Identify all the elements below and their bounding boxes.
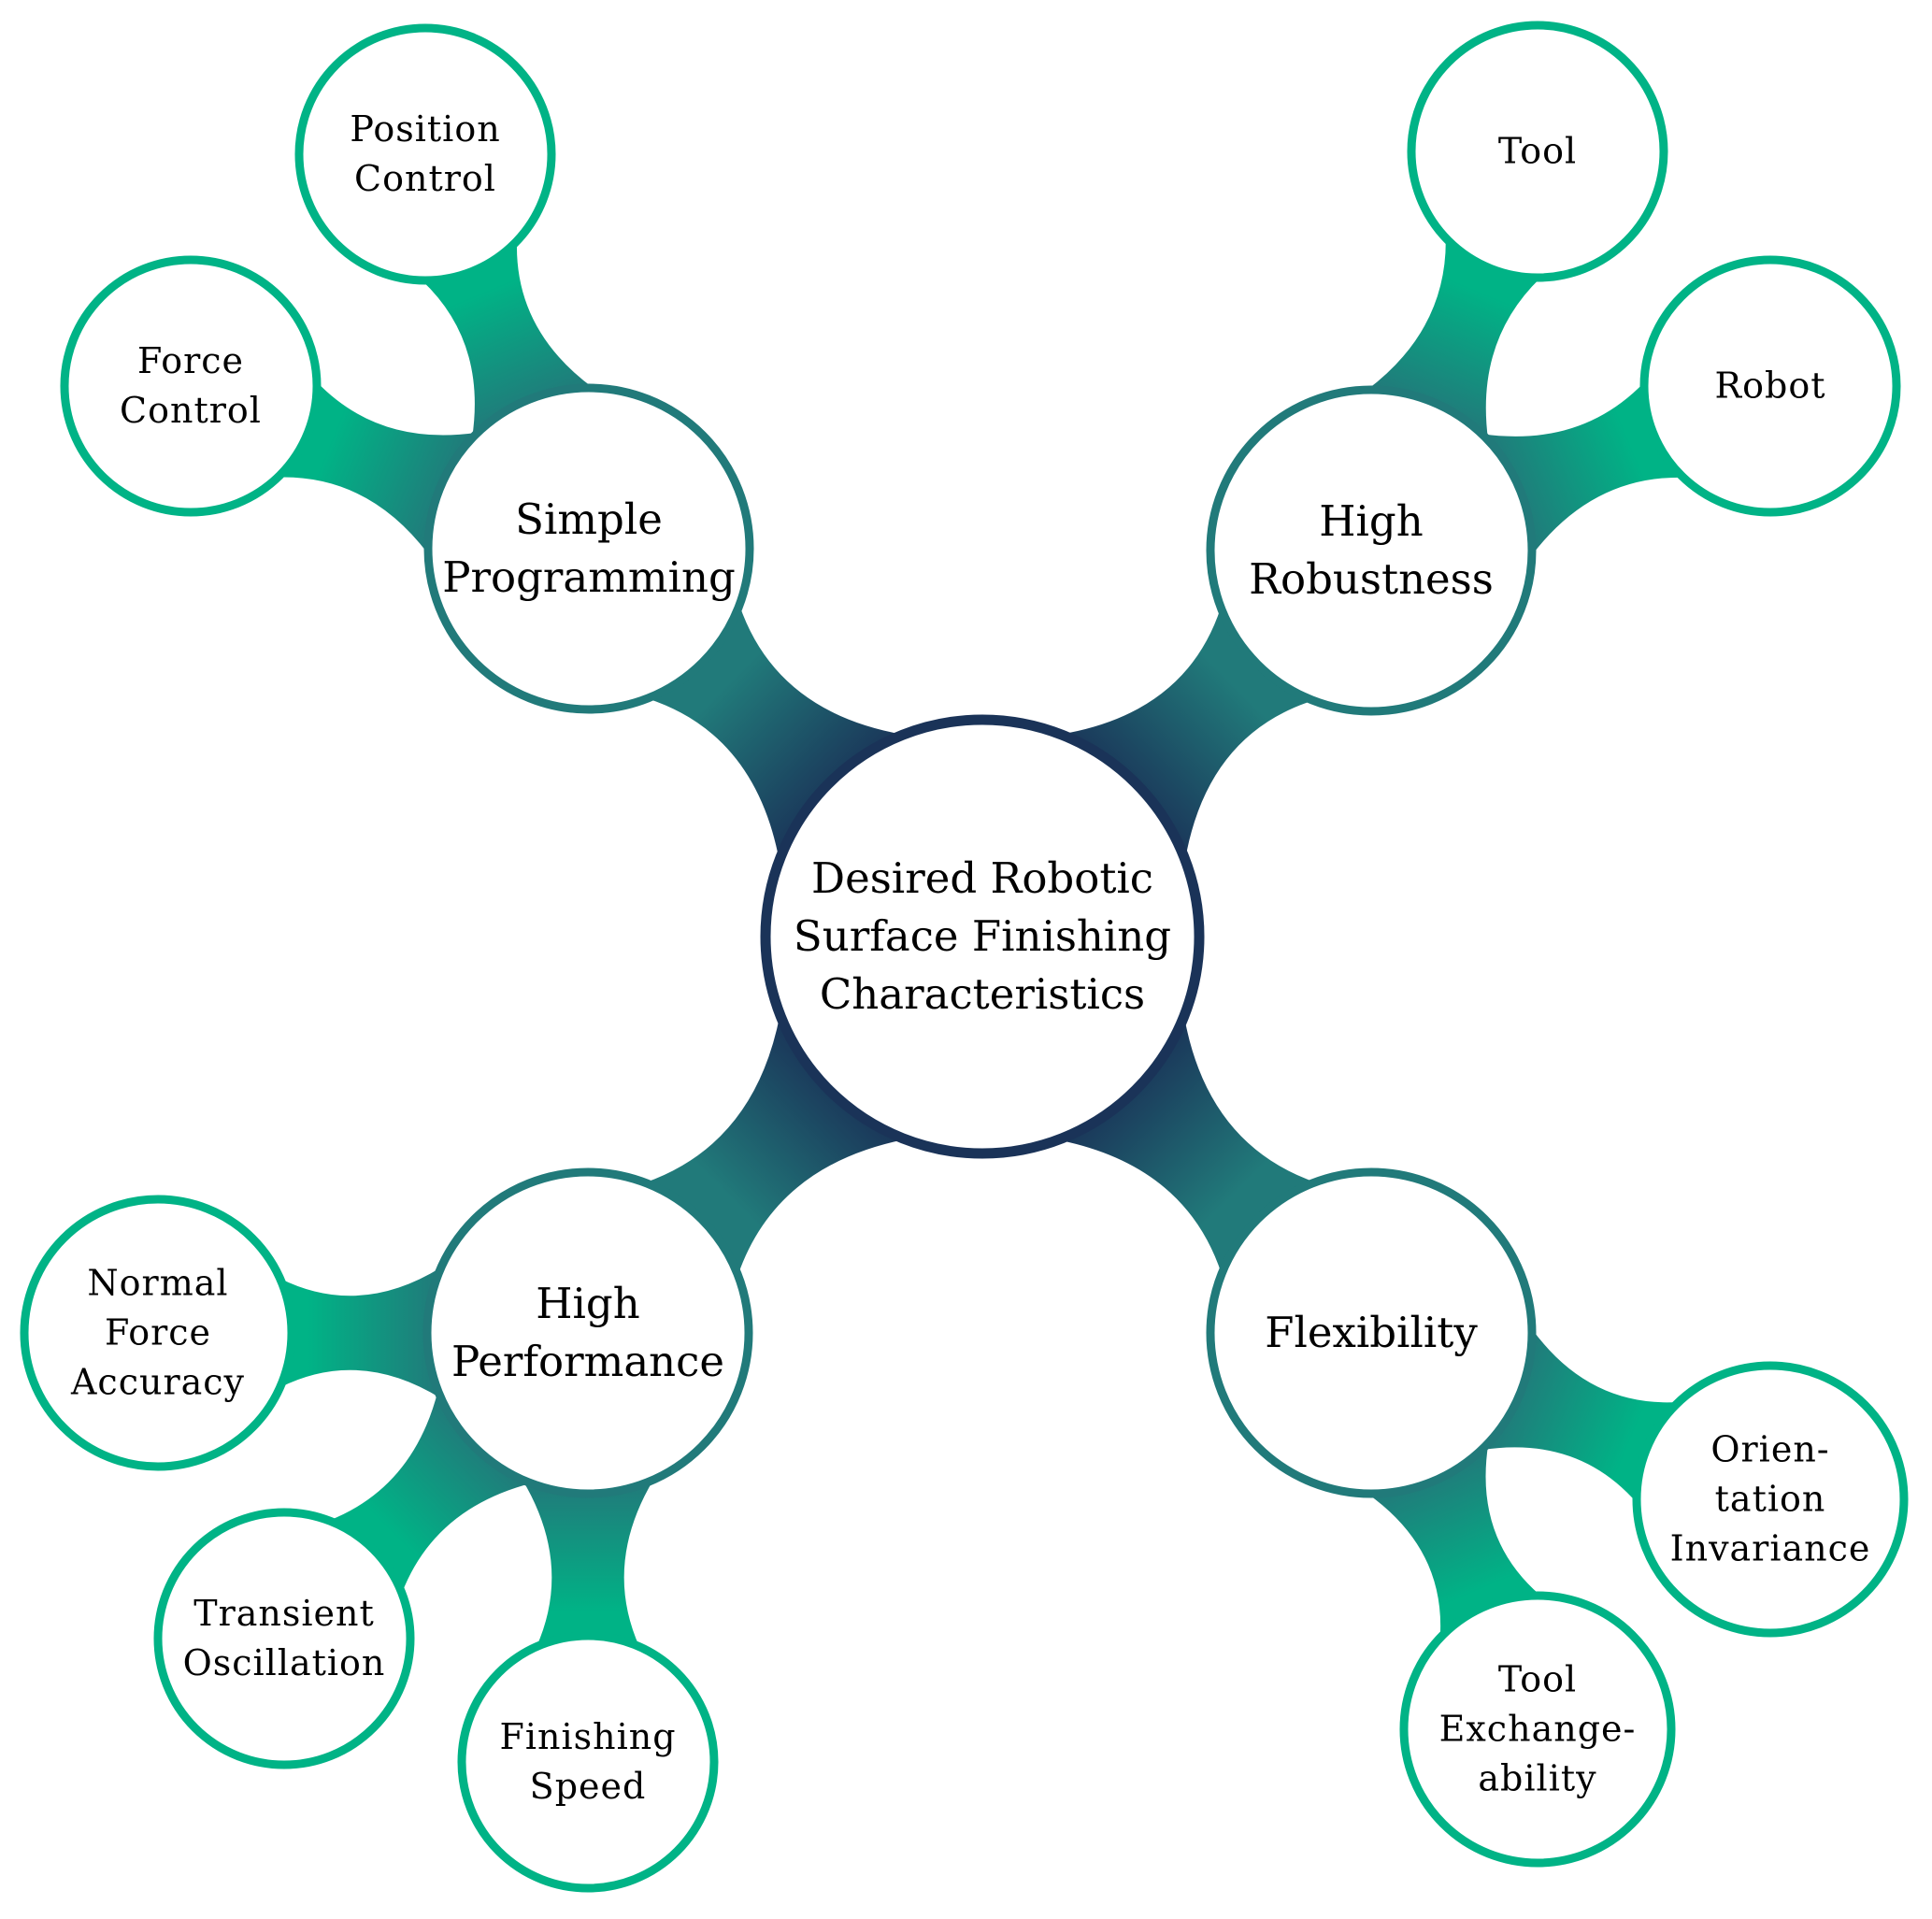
- leaf-node-force-control-circle: [60, 255, 322, 517]
- leaf-node-position-control-circle: [294, 23, 556, 285]
- connector-high-robustness-tool: [1367, 237, 1541, 441]
- leaf-node-normal-force-accuracy-label-line: Force: [105, 1312, 211, 1353]
- leaf-node-orientation-invariance-label-line: Orien-: [1710, 1429, 1829, 1470]
- root-node-label-line: Desired Robotic: [811, 853, 1153, 903]
- branch-node-high-robustness-label-line: High: [1319, 496, 1423, 546]
- leaf-node-tool-circle: [1407, 21, 1668, 282]
- root-node-label-line: Surface Finishing: [794, 911, 1171, 961]
- connector-high-performance-transient-oscillation: [328, 1390, 532, 1594]
- branch-node-simple-programming-label-line: Simple: [515, 494, 663, 544]
- leaf-node-orientation-invariance-label-line: Invariance: [1670, 1528, 1871, 1569]
- branch-node-high-robustness-circle: [1206, 385, 1537, 716]
- leaf-node-robot-label-line: Robot: [1715, 365, 1826, 407]
- leaf-node-finishing-speed-circle: [457, 1631, 719, 1893]
- branch-node-high-robustness-label-line: Robustness: [1249, 554, 1494, 604]
- leaf-node-finishing-speed-label-line: Speed: [530, 1766, 647, 1807]
- leaf-node-finishing-speed-label-line: Finishing: [499, 1716, 676, 1757]
- leaf-node-orientation-invariance-circle: [1632, 1361, 1909, 1638]
- branch-node-high-performance-label-line: Performance: [451, 1337, 724, 1386]
- branch-node-simple-programming-circle: [423, 383, 754, 714]
- connector-root-high-performance: [645, 1014, 906, 1276]
- leaf-node-transient-oscillation-label-line: Transient: [193, 1593, 375, 1634]
- leaf-node-transient-oscillation-label-line: Oscillation: [183, 1642, 386, 1683]
- branch-node-high-performance-circle: [422, 1167, 753, 1498]
- leaf-node-tool-label-line: Tool: [1498, 131, 1577, 172]
- leaf-node-orientation-invariance-label-line: tation: [1715, 1479, 1826, 1520]
- leaf-node-normal-force-accuracy-label-line: Normal: [87, 1263, 228, 1304]
- leaf-node-position-control-label-line: Position: [350, 108, 500, 150]
- branch-node-flexibility-label-line: Flexibility: [1265, 1308, 1478, 1357]
- leaf-node-normal-force-accuracy-label-line: Accuracy: [70, 1362, 245, 1403]
- branch-node-flexibility[interactable]: Flexibility: [1206, 1167, 1537, 1498]
- connector-high-performance-normal-force-accuracy: [279, 1267, 441, 1399]
- branch-node-simple-programming-label-line: Programming: [442, 552, 736, 602]
- root-node-label-line: Characteristics: [820, 969, 1145, 1019]
- branch-node-flexibility-circle: [1206, 1167, 1537, 1498]
- leaf-node-normal-force-accuracy-circle: [20, 1195, 296, 1471]
- connector-high-robustness-robot: [1481, 382, 1684, 555]
- leaf-node-tool-exchangeability-label-line: ability: [1478, 1758, 1596, 1799]
- connector-root-flexibility: [1057, 1015, 1316, 1275]
- leaf-node-tool-exchangeability-label-line: Tool: [1498, 1659, 1577, 1700]
- connector-root-simple-programming: [647, 605, 904, 861]
- leaf-node-force-control-label-line: Force: [137, 340, 244, 381]
- branch-node-high-performance-label-line: High: [536, 1279, 639, 1328]
- leaf-node-force-control-label-line: Control: [120, 390, 262, 431]
- connector-high-performance-finishing-speed: [522, 1480, 654, 1647]
- leaf-node-robot-circle: [1639, 255, 1901, 517]
- root-node-circle: [760, 714, 1205, 1159]
- leaf-node-robot[interactable]: Robot: [1639, 255, 1901, 517]
- leaf-node-tool-exchangeability-circle: [1399, 1591, 1676, 1868]
- connector-root-high-robustness: [1060, 607, 1313, 860]
- leaf-node-tool-exchangeability-label-line: Exchange-: [1439, 1709, 1637, 1750]
- leaf-node-position-control-label-line: Control: [354, 158, 496, 199]
- leaf-node-tool[interactable]: Tool: [1407, 21, 1668, 282]
- leaf-node-transient-oscillation-circle: [153, 1508, 415, 1769]
- connector-simple-programming-force-control: [278, 381, 479, 554]
